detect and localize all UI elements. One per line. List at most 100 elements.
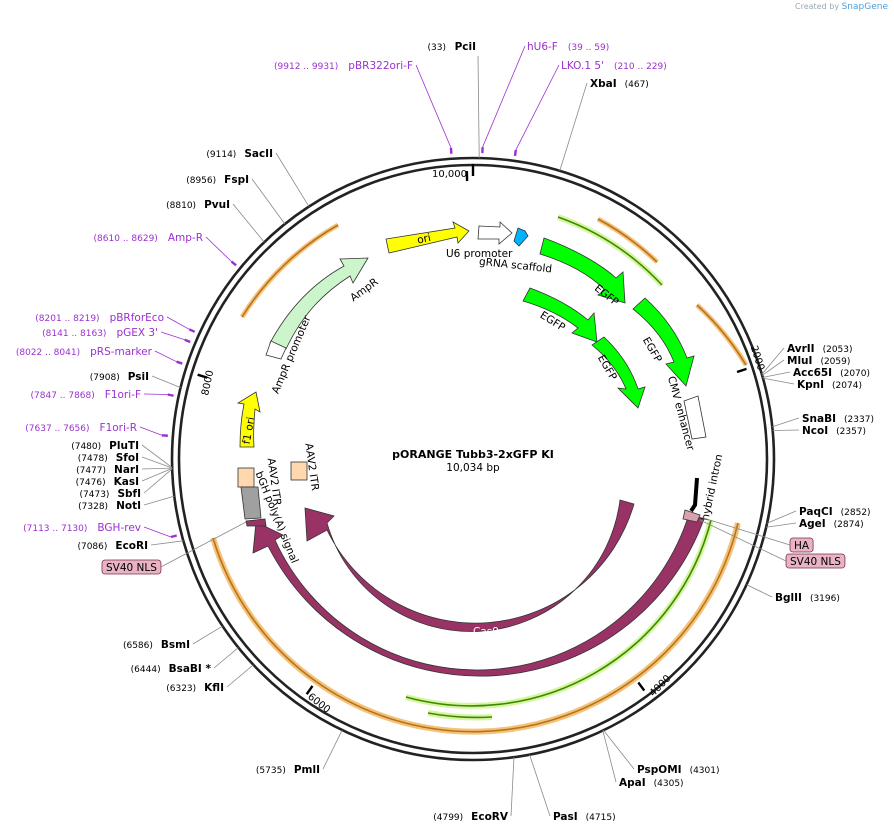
site-name: PspOMI: [637, 764, 682, 776]
primer-f1ori-f[interactable]: F1ori-F (7847 .. 7868): [31, 389, 174, 401]
feature-f1-ori[interactable]: [236, 391, 261, 448]
site-sfoi[interactable]: SfoI(7478): [78, 452, 173, 469]
tick-2000: [736, 367, 747, 374]
feature-tag-marker[interactable]: [245, 518, 267, 527]
feature-egfp-4[interactable]: [591, 336, 646, 409]
primer-position: (7847 .. 7868): [31, 391, 95, 401]
primer-bgh-rev[interactable]: BGH-rev(7113 .. 7130): [23, 522, 178, 539]
restriction-sites[interactable]: PciI(33) XbaI(467) AvrII(2053)MluI(2059)Ac…: [71, 41, 874, 823]
site-xbai[interactable]: XbaI(467): [559, 78, 649, 171]
primer-name: F1ori-F: [105, 389, 141, 401]
site-position: (7480): [71, 442, 101, 452]
site-name: AgeI: [799, 518, 826, 530]
site-ecorv[interactable]: EcoRV(4799): [433, 757, 515, 823]
site-sbfi[interactable]: SbfI(7473): [80, 468, 173, 500]
boxed-label-text: SV40 NLS: [790, 556, 841, 568]
primer-position: (7113 .. 7130): [23, 524, 87, 534]
site-paqci[interactable]: PaqCI(2852): [766, 506, 871, 524]
feature-label-cas9-outer: Cas9: [468, 680, 494, 692]
primer-prs-marker[interactable]: pRS-marker(8022 .. 8041): [16, 346, 183, 365]
site-position: (7477): [76, 466, 106, 476]
feature-aav2-itr-right[interactable]: [290, 461, 308, 481]
site-noti[interactable]: NotI (7328): [78, 495, 175, 512]
feature-egfp-1[interactable]: [539, 237, 626, 304]
site-pmli[interactable]: PmlI(5735): [256, 729, 343, 776]
site-bglii[interactable]: BglII(3196): [746, 584, 840, 604]
feature-ampr-promoter[interactable]: [265, 340, 287, 360]
feature-ampr[interactable]: [269, 257, 369, 350]
boxed-feature-labels[interactable]: HA SV40 NLS SV40 NLS: [101, 516, 846, 575]
site-acc65i[interactable]: Acc65I(2070): [762, 367, 870, 379]
site-ncoi[interactable]: NcoI(2357): [772, 425, 866, 437]
primer-hu6-f[interactable]: hU6-F(39 .. 59): [481, 41, 609, 154]
feature-ori[interactable]: [385, 221, 470, 254]
site-name: NotI: [116, 500, 141, 512]
primer-pgex-3[interactable]: pGEX 3'(8141 .. 8163): [42, 327, 191, 344]
boxed-label-sv40-nls[interactable]: SV40 NLS: [699, 519, 846, 569]
site-name: BglII: [775, 592, 802, 604]
site-apai[interactable]: ApaI(4305): [602, 730, 684, 789]
feature-cmv-enhancer[interactable]: [683, 395, 707, 440]
feature-grna-scaffold[interactable]: [513, 227, 529, 247]
feature-cas9-inner[interactable]: [304, 499, 635, 632]
site-nari[interactable]: NarI(7477): [76, 464, 173, 476]
site-fspi[interactable]: FspI(8956): [186, 174, 286, 225]
primer-amp-r[interactable]: Amp-R(8610 .. 8629): [94, 232, 237, 267]
tick-label-8000: 8000: [200, 369, 216, 396]
site-sacii[interactable]: SacII(9114): [206, 148, 310, 207]
boxed-label-ha[interactable]: HA: [699, 516, 814, 553]
site-position: (2337): [844, 415, 874, 425]
site-kfli[interactable]: KflI(6323): [166, 664, 254, 694]
feature-label-cas9-inner: Cas9: [473, 626, 499, 638]
site-kpni[interactable]: KpnI(2074): [762, 377, 862, 391]
feature-bgh-polya[interactable]: [240, 486, 262, 520]
site-avrii[interactable]: AvrII(2053): [761, 343, 853, 375]
boxed-label-sv40-nls[interactable]: SV40 NLS: [101, 521, 247, 575]
site-mlui[interactable]: MluI(2059): [761, 355, 850, 376]
site-position: (2852): [841, 508, 871, 518]
site-pluti[interactable]: PluTI (7480): [71, 440, 173, 468]
primer-name: hU6-F: [527, 41, 558, 53]
site-position: (6586): [123, 641, 153, 651]
primers[interactable]: hU6-F(39 .. 59)LKO.1 5'(210 .. 229) pBR32…: [16, 41, 667, 539]
site-agei[interactable]: AgeI(2874): [766, 518, 864, 530]
snapgene-logo-text: SnapGene: [841, 2, 888, 12]
site-position: (6444): [131, 665, 161, 675]
feature-u6-promoter[interactable]: [477, 221, 513, 245]
feature-sv40-marker[interactable]: [682, 509, 701, 523]
site-pasi[interactable]: PasI(4715): [529, 754, 616, 823]
feature-egfp-3[interactable]: [632, 297, 695, 387]
site-bsabi[interactable]: BsaBI *(6444): [131, 647, 239, 675]
primer-pbrforeco[interactable]: pBRforEco(8201 .. 8219): [35, 312, 196, 333]
tick-6000: [305, 685, 314, 695]
site-pcii[interactable]: PciI(33): [428, 41, 480, 159]
feature-hybrid-intron[interactable]: [689, 477, 699, 513]
site-name: EcoRI: [115, 540, 148, 552]
feature-arrows[interactable]: [236, 221, 707, 677]
feature-aav2-itr-left[interactable]: [237, 467, 255, 488]
feature-egfp-2[interactable]: [522, 287, 598, 343]
created-by-text: Created by: [795, 2, 840, 11]
site-name: XbaI: [590, 78, 617, 90]
site-pvui[interactable]: PvuI(8810): [166, 199, 265, 243]
primer-position: (8610 .. 8629): [94, 234, 158, 244]
site-snabi[interactable]: SnaBI(2337): [772, 413, 874, 428]
site-psii[interactable]: PsiI(7908): [90, 371, 181, 388]
site-kasi[interactable]: KasI(7476): [76, 467, 173, 488]
site-position: (8956): [186, 176, 216, 186]
site-name: PasI: [553, 811, 578, 823]
site-pspomi[interactable]: PspOMI(4301): [603, 730, 720, 776]
site-name: PluTI: [109, 440, 139, 452]
primer-f1ori-r[interactable]: F1ori-R(7637 .. 7656): [25, 422, 168, 437]
site-position: (2059): [820, 357, 850, 367]
site-position: (7328): [78, 502, 108, 512]
site-bsmi[interactable]: BsmI(6586): [123, 625, 223, 651]
primer-lko-1-5[interactable]: LKO.1 5'(210 .. 229): [513, 60, 667, 157]
primer-pbr322ori-f[interactable]: pBR322ori-F(9912 .. 9931): [274, 60, 453, 154]
site-ecori[interactable]: EcoRI(7086): [77, 540, 184, 552]
tick-4000: [637, 681, 646, 692]
feature-cas9-outer[interactable]: [252, 513, 705, 677]
site-name: EcoRV: [471, 811, 509, 823]
site-name: SacII: [244, 148, 273, 160]
